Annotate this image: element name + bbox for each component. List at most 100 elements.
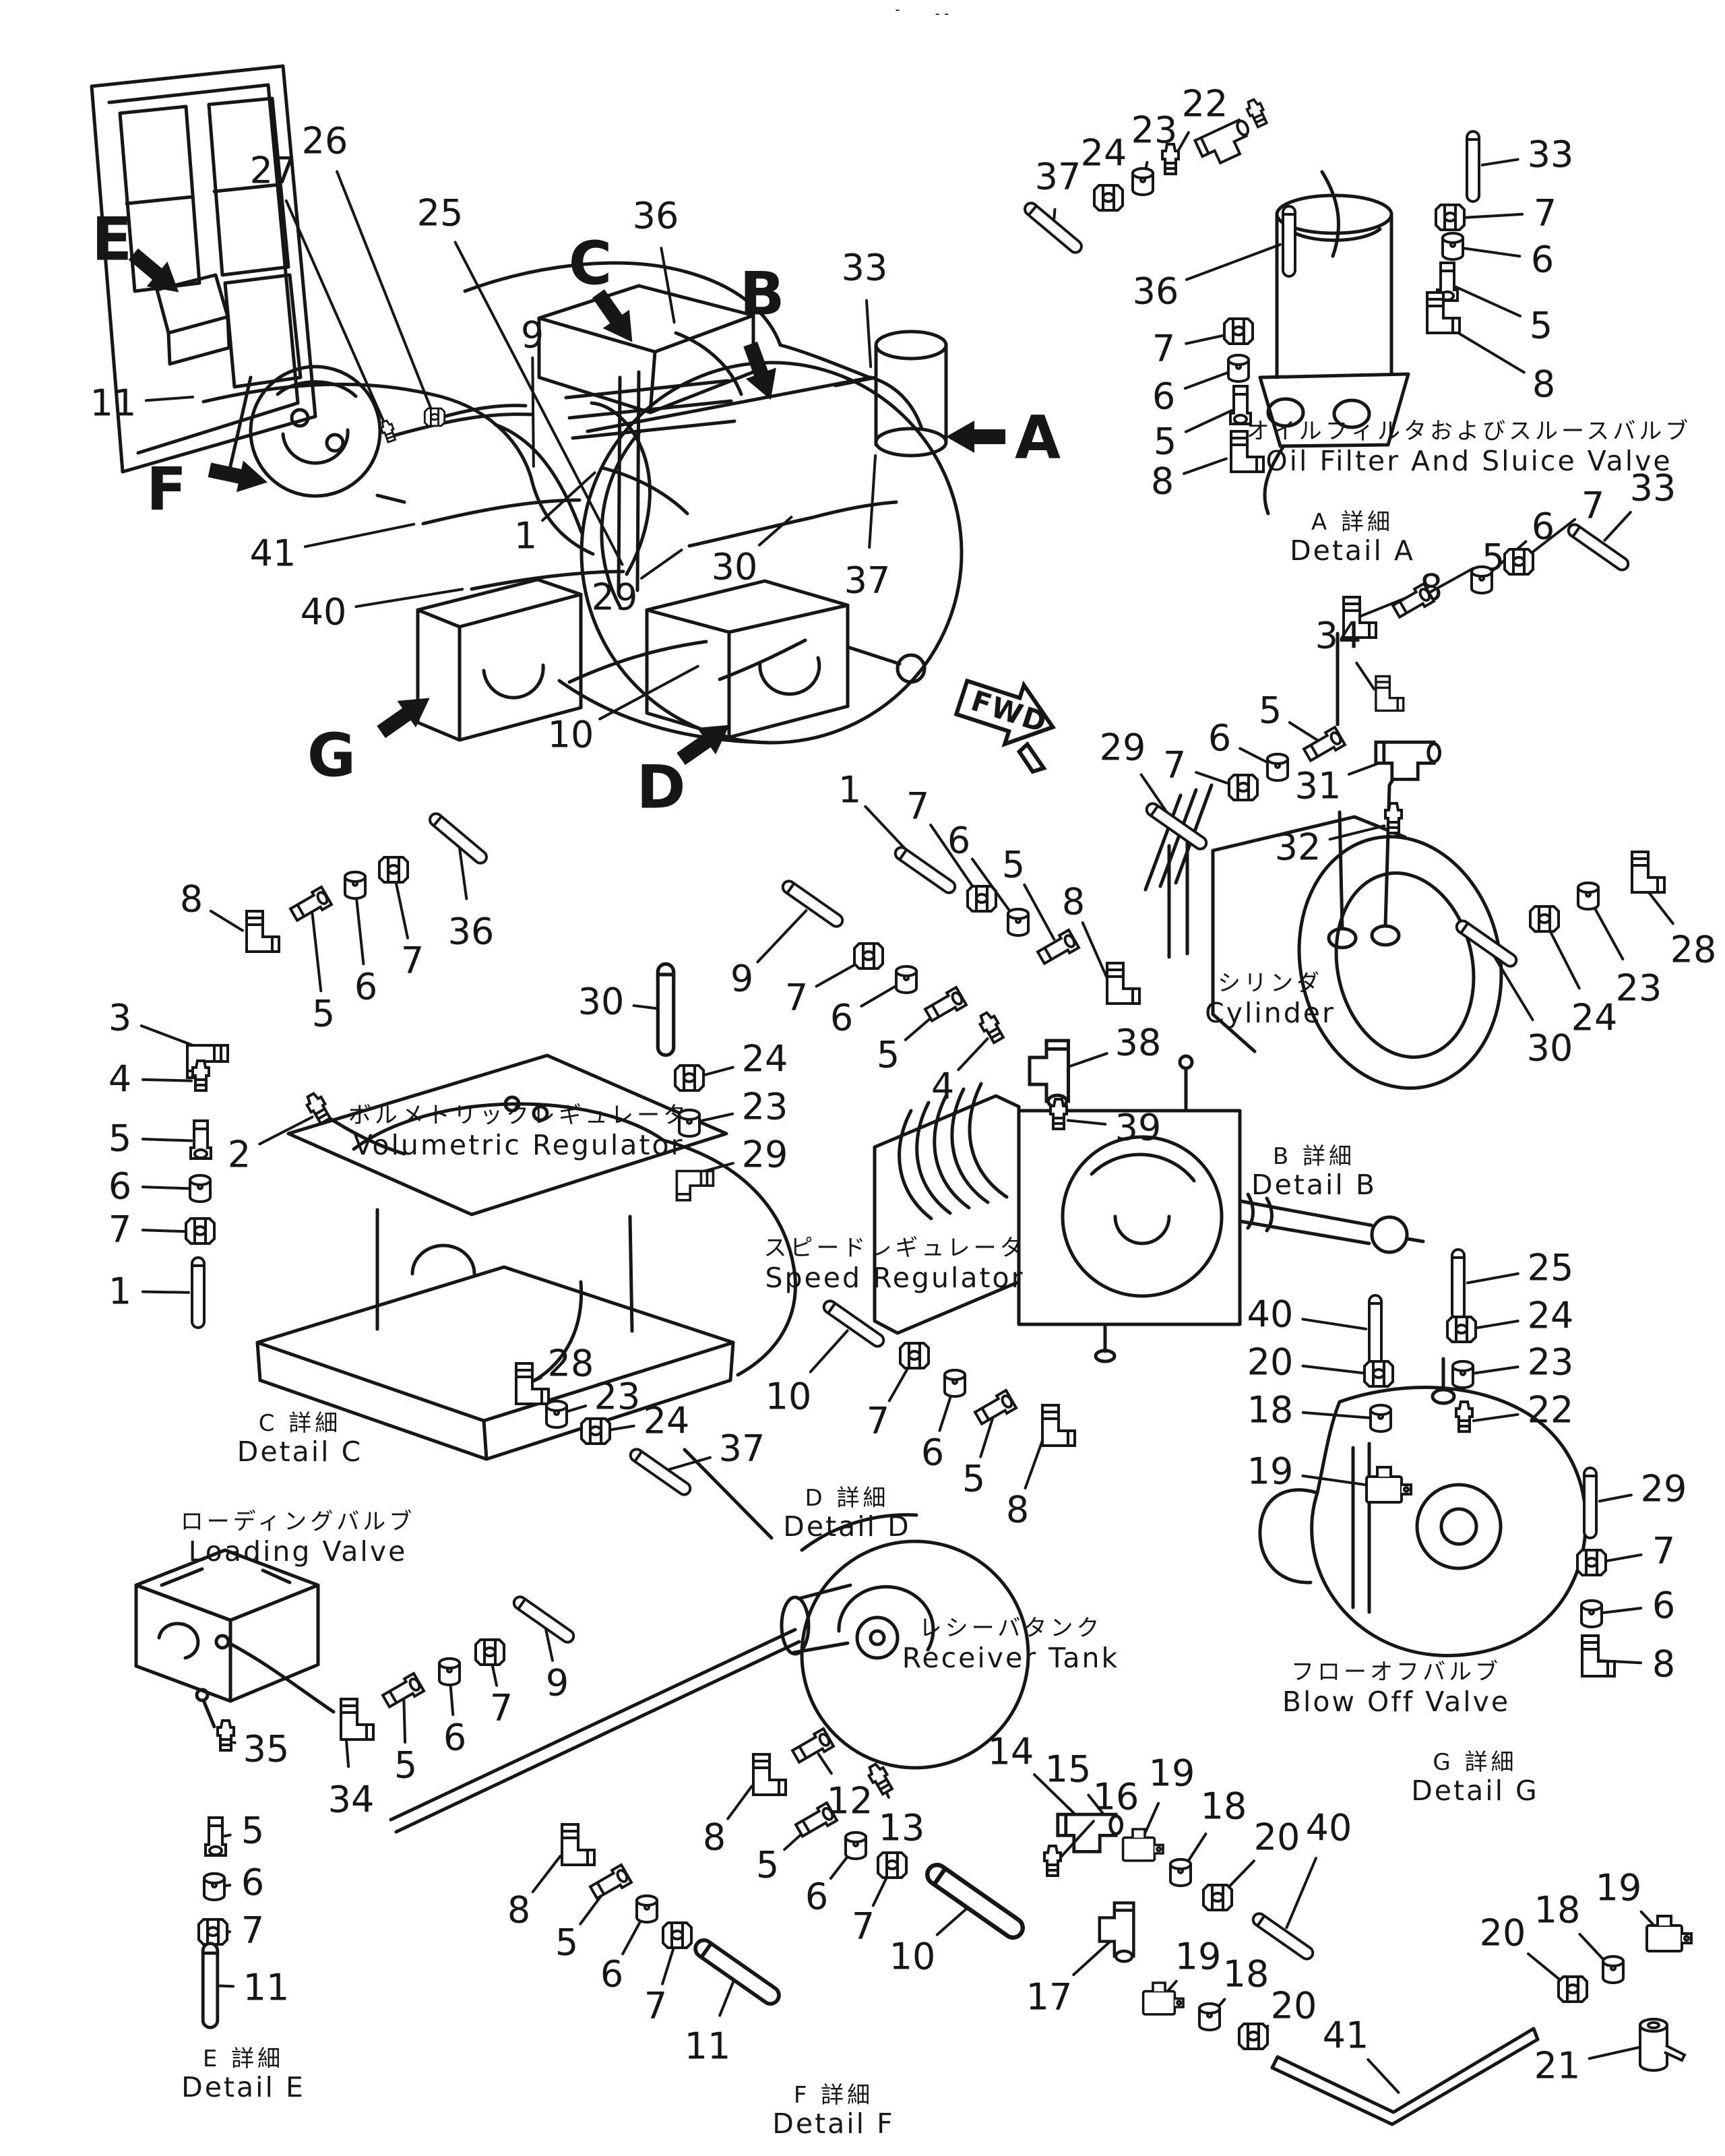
part-nut-icon — [186, 1219, 214, 1243]
detail-caption-ja-oil-filter-detail-a: A 詳細 — [1311, 509, 1393, 536]
callout-8: 8 — [1151, 460, 1174, 503]
leader-line-23 — [1472, 1367, 1518, 1374]
part-tee-icon — [1376, 742, 1440, 779]
part-grease-icon — [977, 1010, 1006, 1044]
callout-11: 11 — [243, 1967, 290, 2009]
callout-8: 8 — [1006, 1489, 1029, 1531]
part-bushing-icon — [1578, 883, 1598, 909]
leader-line-5 — [1186, 410, 1232, 432]
callout-33: 33 — [1528, 133, 1574, 176]
callout-6: 6 — [108, 1165, 131, 1208]
callout-5: 5 — [1154, 421, 1177, 463]
part-pipe-icon — [628, 1447, 693, 1497]
callout-18: 18 — [1247, 1389, 1294, 1431]
part-connector-icon — [381, 1673, 424, 1710]
view-letter-A: A — [1015, 403, 1061, 472]
callout-37: 37 — [1035, 156, 1081, 198]
part-connector-icon — [206, 1818, 226, 1855]
callout-34: 34 — [1315, 615, 1362, 657]
part-connector-icon — [1391, 584, 1434, 620]
leader-line-40 — [1303, 1319, 1366, 1328]
leader-line-29 — [641, 550, 681, 578]
callout-7: 7 — [1652, 1530, 1675, 1572]
callout-34: 34 — [328, 1779, 375, 1821]
leader-line-21 — [1590, 2046, 1645, 2058]
callout-24: 24 — [1571, 997, 1618, 1039]
leader-line-6 — [1185, 372, 1230, 388]
caption-ja-receiver-tank-detail-f: レシーバタンク — [919, 1615, 1103, 1642]
callout-9: 9 — [546, 1662, 569, 1704]
leader-line-39 — [1068, 1120, 1105, 1124]
leader-line-23 — [699, 1114, 733, 1121]
part-bushing-icon — [1371, 1405, 1391, 1431]
callout-30: 30 — [578, 981, 625, 1023]
detail-caption-en-blow-off-valve-detail-g: Detail G — [1411, 1775, 1539, 1807]
part-nut-icon — [900, 1343, 929, 1368]
part-pipe-icon — [203, 1944, 218, 2028]
leader-line-8 — [533, 1856, 561, 1892]
leader-line-27 — [286, 201, 386, 426]
callout-13: 13 — [879, 1807, 925, 1849]
callout-27: 27 — [250, 150, 296, 192]
part-nut-icon — [1559, 1977, 1587, 2002]
leader-line-33 — [867, 301, 871, 367]
detail-caption-en-cylinder-detail-b: Detail B — [1251, 1169, 1377, 1201]
callout-20: 20 — [1271, 1985, 1317, 2027]
part-nut-icon — [1224, 319, 1253, 344]
part-pipe-icon — [658, 964, 673, 1055]
bent-pipe-sketch — [1272, 2029, 1538, 2124]
leader-line-10 — [811, 1330, 848, 1372]
part-bushing-icon — [1603, 1957, 1623, 1983]
callout-6: 6 — [830, 997, 853, 1039]
view-arrow-G-icon — [372, 685, 439, 745]
part-pipe-icon — [1283, 206, 1295, 276]
leader-line-9 — [532, 358, 534, 466]
part-bushing-icon — [204, 1874, 224, 1900]
callout-40: 40 — [1306, 1807, 1352, 1849]
part-tee-icon — [1030, 1041, 1069, 1107]
leader-line-30 — [634, 1006, 656, 1008]
callout-6: 6 — [1531, 239, 1554, 281]
callout-24: 24 — [644, 1400, 690, 1442]
leader-line-8 — [211, 911, 243, 931]
callout-30: 30 — [712, 546, 758, 588]
caption-ja-blow-off-valve-detail-g: フローオフバルブ — [1291, 1659, 1501, 1686]
callout-37: 37 — [844, 559, 891, 602]
part-bushing-icon — [679, 1110, 699, 1136]
callout-9: 9 — [730, 958, 753, 1000]
part-pipe-icon — [511, 1595, 576, 1644]
caption-en-oil-filter-detail-a: Oil Filter And Sluice Valve — [1265, 445, 1672, 477]
part-valve-icon — [1367, 1467, 1411, 1502]
callout-11: 11 — [685, 2025, 731, 2068]
callout-23: 23 — [1528, 1341, 1574, 1384]
callout-5: 5 — [394, 1744, 417, 1787]
part-bushing-icon — [190, 1175, 210, 1202]
callout-22: 22 — [1528, 1389, 1574, 1431]
callout-41: 41 — [1323, 2014, 1369, 2057]
leader-line-7 — [396, 880, 408, 938]
part-nut-icon — [476, 1640, 504, 1665]
part-tee-icon — [1058, 1814, 1122, 1851]
callout-40: 40 — [1247, 1293, 1294, 1336]
part-nut-icon — [663, 1923, 691, 1948]
part-grease-icon — [1044, 1846, 1061, 1876]
part-nut-icon — [854, 944, 883, 968]
callout-6: 6 — [947, 820, 970, 862]
callout-18: 18 — [1534, 1889, 1581, 1932]
part-elbow-icon — [1107, 963, 1139, 1004]
part-elbow-icon — [562, 1824, 594, 1865]
part-nut-icon — [1447, 1317, 1476, 1342]
part-elbow-icon — [1582, 1636, 1614, 1676]
part-bushing-icon — [1581, 1601, 1602, 1627]
part-elbow-icon — [247, 911, 279, 952]
leader-line-8 — [1026, 1438, 1044, 1488]
detail-caption-ja-loading-valve-detail-e: E 詳細 — [203, 2045, 284, 2072]
part-nut-icon — [878, 1853, 906, 1878]
callout-21: 21 — [1534, 2045, 1581, 2087]
caption-en-blow-off-valve-detail-g: Blow Off Valve — [1282, 1686, 1510, 1718]
callout-36: 36 — [448, 911, 495, 953]
leader-line-20 — [1303, 1366, 1369, 1374]
caption-en-volumetric-regulator-detail-c: Volumetric Regulator — [354, 1129, 685, 1161]
part-elbow-icon — [677, 1171, 713, 1200]
